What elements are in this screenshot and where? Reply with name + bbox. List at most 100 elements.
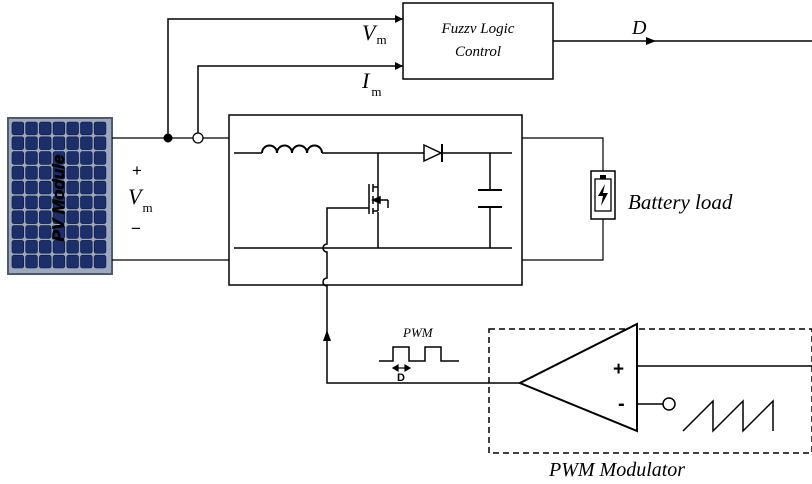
pv-cell [25,240,38,254]
pv-cell [39,210,52,224]
pv-cell [52,195,66,210]
pv-cell [52,121,66,136]
pv-cell [66,180,79,195]
vm-feed-wire [167,18,403,138]
vm-tap-junction [163,133,173,143]
pv-cell [80,166,93,180]
pv-module: PV Module [7,117,113,275]
flc-title-line1: Fuzzv Logic [441,21,515,37]
pv-cell [93,225,107,239]
pv-cell [11,151,24,165]
fuzzy-logic-block: Fuzzv Logic Control [402,2,554,80]
inductor-icon [261,144,323,154]
pv-cell [52,254,66,269]
pv-cell [52,240,66,254]
pv-cell [11,254,24,269]
pv-cell [25,180,38,195]
pv-cell [66,166,79,180]
duty-arrow [391,363,412,373]
pv-cell [11,136,24,150]
pv-cell [66,151,79,165]
pv-cell [11,240,24,254]
gate-drive-wire [322,207,520,384]
mosfet-icon [352,184,389,214]
pv-cell [80,151,93,165]
pv-cell [93,180,107,195]
pv-cell [11,121,24,136]
pv-cell [93,210,107,224]
pv-cell [93,240,107,254]
pv-cell [39,151,52,165]
pv-cell [25,254,38,269]
pv-cell [66,225,79,239]
pv-cell [11,225,24,239]
pv-cell [39,180,52,195]
duty-label: D [397,372,405,384]
converter-wiring [234,152,512,249]
d-output-label: D [631,17,647,39]
vm-top-label: Vm [362,20,387,47]
pv-cell [80,225,93,239]
battery-icon [590,170,616,220]
d-arrowhead [646,37,656,45]
pv-cell [52,180,66,195]
pv-cell [11,195,24,210]
pv-cell [52,136,66,150]
pwm-modulator-box [488,328,812,454]
pv-cell [66,240,79,254]
pv-cell [52,225,66,239]
pv-cell [11,180,24,195]
pv-cell [39,225,52,239]
pv-cell [93,136,107,150]
battery-load-label: Battery load [628,190,733,214]
comparator-icon [517,322,638,433]
comparator-plus: + [613,359,624,380]
pv-cell [39,254,52,269]
diode-icon [423,143,443,163]
pv-cell [93,151,107,165]
pv-cell [39,121,52,136]
pv-cell [80,195,93,210]
battery-wires [522,137,604,261]
pv-cell [80,121,93,136]
pv-cell [66,195,79,210]
pv-cell [25,166,38,180]
pv-cell [39,195,52,210]
vm-left-label: Vm [128,184,153,215]
pwm-pulse-icon [379,346,459,362]
pwm-wave-label: PWM [402,325,434,340]
pv-cell [25,195,38,210]
pv-cell [11,166,24,180]
pwm-modulator-label: PWM Modulator [548,459,685,481]
pv-cell [25,136,38,150]
pv-cell [11,210,24,224]
pv-cell [52,210,66,224]
pv-cell [25,225,38,239]
pv-cell [25,121,38,136]
pv-cell [93,254,107,269]
pv-cell [93,195,107,210]
pv-cell [80,210,93,224]
pv-cell [52,151,66,165]
gate-arrowhead [323,330,331,341]
im-feed-wire [197,65,403,133]
sawtooth-icon [682,399,774,433]
pv-cell [39,166,52,180]
pv-plus-label: + [132,161,142,180]
pv-cell [93,121,107,136]
vm-arrowhead [395,15,403,23]
comparator-minus: - [618,393,625,415]
pv-cell [80,240,93,254]
pv-cell [39,240,52,254]
pv-cell-grid [11,121,107,269]
capacitor-icon [478,189,502,208]
pv-cell [39,136,52,150]
pv-cell [66,121,79,136]
pv-minus-label: − [131,219,141,238]
im-arrowhead [395,62,403,70]
pv-cell [25,210,38,224]
pv-cell [93,166,107,180]
sawtooth-terminal [662,397,676,411]
